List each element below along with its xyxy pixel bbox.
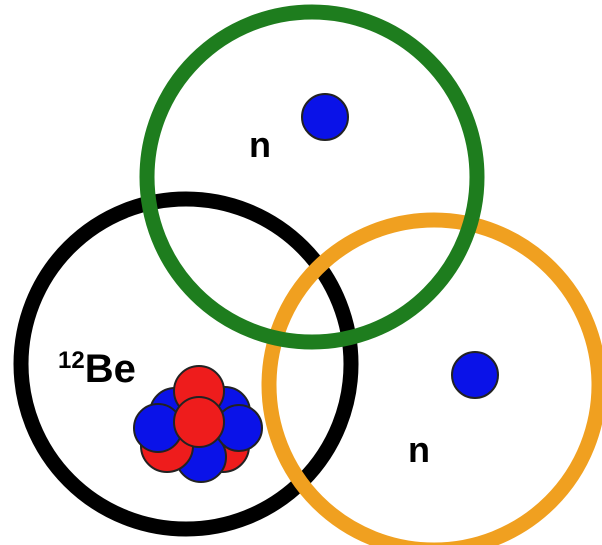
core-label: 12Be bbox=[58, 347, 136, 391]
neutron-top-icon bbox=[301, 93, 349, 141]
neutron-right-icon bbox=[451, 351, 499, 399]
neutron-right-label: n bbox=[408, 429, 430, 470]
core-mass-number: 12 bbox=[58, 347, 85, 374]
neutron-top-label: n bbox=[249, 124, 271, 165]
core-symbol: Be bbox=[85, 347, 136, 391]
neutron-ring-top bbox=[139, 4, 485, 350]
core-ring bbox=[13, 191, 359, 537]
neutron-ring-right bbox=[261, 212, 602, 545]
nucleus-icon bbox=[133, 365, 263, 483]
